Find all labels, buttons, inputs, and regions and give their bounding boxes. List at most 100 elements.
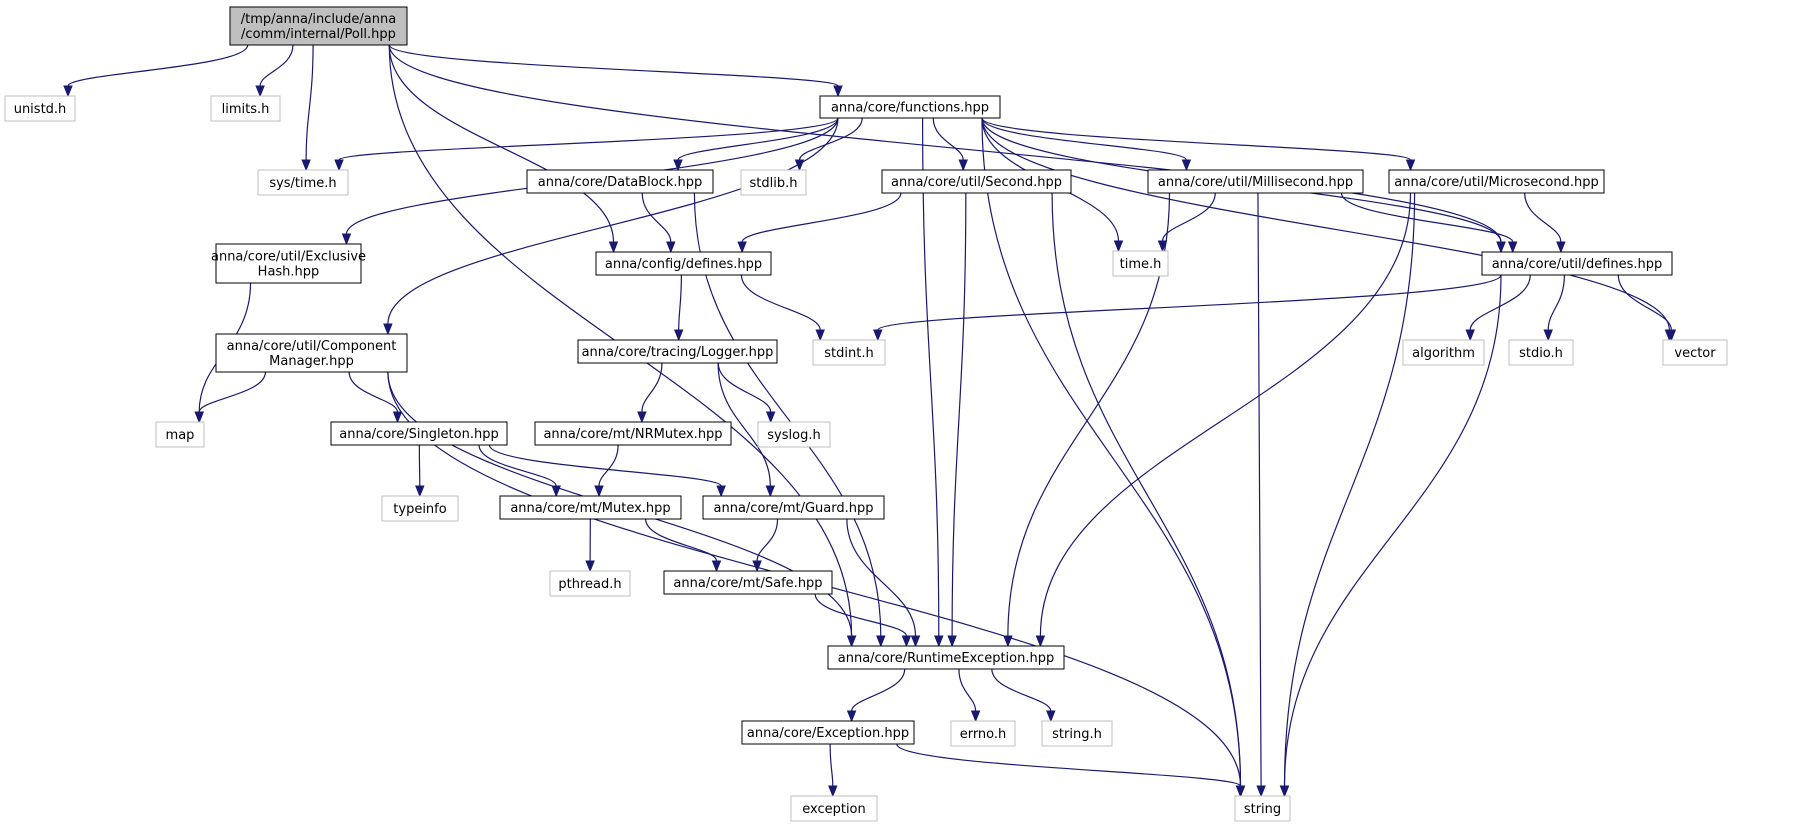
arrowhead-functions-to-exclusive xyxy=(341,233,352,246)
node-logger-label-line-0: anna/core/tracing/Logger.hpp xyxy=(582,345,774,360)
node-safe[interactable]: anna/core/mt/Safe.hpp xyxy=(663,570,833,595)
node-runtime-label-line-0: anna/core/RuntimeException.hpp xyxy=(838,651,1054,666)
node-nrmutex-box xyxy=(534,421,732,446)
edge-microsecond-to-string xyxy=(1283,192,1416,787)
arrowhead-functions-to-runtime xyxy=(934,635,944,648)
node-stringh-box xyxy=(1041,720,1113,747)
node-systime-label-line-0: sys/time.h xyxy=(269,176,336,191)
node-stdint: stdint.h xyxy=(812,339,886,366)
node-guard[interactable]: anna/core/mt/Guard.hpp xyxy=(702,495,885,520)
node-functions[interactable]: anna/core/functions.hpp xyxy=(819,95,1001,119)
edge-functions-to-component xyxy=(387,117,839,325)
node-exclusive-box xyxy=(215,243,362,284)
arrowhead-millisecond-to-utildefines xyxy=(1507,241,1518,254)
node-systime-box xyxy=(257,169,349,196)
edge-logger-to-guard xyxy=(717,362,771,487)
edge-root-to-utildefines xyxy=(388,44,1502,243)
node-exception[interactable]: anna/core/Exception.hpp xyxy=(741,720,915,745)
node-datablock[interactable]: anna/core/DataBlock.hpp xyxy=(526,169,714,194)
node-utildefines-box xyxy=(1481,251,1673,276)
node-pthread-label-line-0: pthread.h xyxy=(558,577,621,592)
node-string-box xyxy=(1234,795,1291,822)
arrowhead-mutex-to-safe xyxy=(711,560,722,573)
edge-utildefines-to-stdio xyxy=(1547,274,1565,331)
node-nrmutex[interactable]: anna/core/mt/NRMutex.hpp xyxy=(534,421,732,446)
node-exclusive-label-line-0: anna/core/util/Exclusive xyxy=(211,250,366,265)
node-microsecond[interactable]: anna/core/util/Microsecond.hpp xyxy=(1388,169,1605,194)
arrowhead-runtime-to-errno xyxy=(970,710,981,723)
arrowhead-runtime-to-stringh xyxy=(1046,710,1056,723)
arrowhead-component-to-map xyxy=(194,411,204,424)
arrowhead-functions-to-timeh xyxy=(1113,240,1124,253)
edge-functions-to-millisecond xyxy=(981,117,1187,161)
edge-root-to-limits xyxy=(259,44,294,87)
node-millisecond[interactable]: anna/core/util/Millisecond.hpp xyxy=(1147,169,1364,194)
edge-functions-to-vector xyxy=(981,117,1670,331)
node-cfgdefines-label-line-0: anna/config/defines.hpp xyxy=(605,257,762,272)
node-algorithm-box xyxy=(1402,339,1485,366)
edge-safe-to-runtime xyxy=(814,593,907,637)
arrowhead-root-to-functions xyxy=(833,85,843,98)
node-root[interactable]: /tmp/anna/include/anna/comm/internal/Pol… xyxy=(229,6,408,46)
node-map: map xyxy=(155,421,205,448)
edge-millisecond-to-utildefines xyxy=(1340,192,1514,243)
node-second[interactable]: anna/core/util/Second.hpp xyxy=(881,169,1072,194)
node-guard-label-line-0: anna/core/mt/Guard.hpp xyxy=(714,501,874,516)
node-exclusive-label-line-1: Hash.hpp xyxy=(258,265,320,280)
node-runtime[interactable]: anna/core/RuntimeException.hpp xyxy=(827,645,1065,670)
node-stdlib-box xyxy=(740,169,807,196)
node-utildefines[interactable]: anna/core/util/defines.hpp xyxy=(1481,251,1673,276)
node-stdio-box xyxy=(1508,339,1574,366)
edge-second-to-runtime xyxy=(951,192,967,637)
node-singleton[interactable]: anna/core/Singleton.hpp xyxy=(330,421,508,446)
node-pthread-box xyxy=(549,570,631,597)
edge-mutex-to-safe xyxy=(645,518,718,562)
node-logger[interactable]: anna/core/tracing/Logger.hpp xyxy=(577,339,778,364)
node-systime: sys/time.h xyxy=(257,169,349,196)
arrowhead-nrmutex-to-mutex xyxy=(594,485,604,498)
node-stdlib: stdlib.h xyxy=(740,169,807,196)
arrowhead-utildefines-to-string xyxy=(1279,785,1290,798)
node-utildefines-label-line-0: anna/core/util/defines.hpp xyxy=(1492,257,1663,272)
edge-millisecond-to-string xyxy=(1257,192,1262,787)
arrowhead-cfgdefines-to-stdint xyxy=(815,329,825,342)
arrowhead-mutex-to-pthread xyxy=(585,560,595,573)
edge-runtime-to-stringh xyxy=(991,668,1052,712)
node-mutex[interactable]: anna/core/mt/Mutex.hpp xyxy=(499,495,682,520)
edge-functions-to-runtime xyxy=(922,117,940,637)
node-millisecond-label-line-0: anna/core/util/Millisecond.hpp xyxy=(1158,175,1353,190)
node-exception-box xyxy=(741,720,915,745)
arrowhead-exception-to-exceptionstd xyxy=(828,785,838,798)
node-component-box xyxy=(215,333,408,373)
arrowhead-microsecond-to-utildefines xyxy=(1556,241,1566,254)
node-map-box xyxy=(155,421,205,448)
arrowhead-component-to-runtime xyxy=(846,635,857,648)
node-string-label-line-0: string xyxy=(1244,802,1281,817)
arrowhead-functions-to-utildefines xyxy=(1496,241,1506,254)
node-stdio: stdio.h xyxy=(1508,339,1574,366)
node-singleton-label-line-0: anna/core/Singleton.hpp xyxy=(339,427,498,442)
node-second-label-line-0: anna/core/util/Second.hpp xyxy=(891,175,1062,190)
arrowhead-functions-to-millisecond xyxy=(1181,159,1192,172)
edge-root-to-functions xyxy=(388,44,839,87)
node-vector: vector xyxy=(1662,339,1728,366)
node-errno-box xyxy=(950,720,1016,747)
node-errno-label-line-0: errno.h xyxy=(960,727,1007,742)
edge-millisecond-to-timeh xyxy=(1161,192,1216,242)
node-unistd: unistd.h xyxy=(4,95,76,122)
node-cfgdefines[interactable]: anna/config/defines.hpp xyxy=(595,251,772,276)
edge-utildefines-to-vector xyxy=(1617,274,1672,331)
node-limits: limits.h xyxy=(210,95,281,122)
node-unistd-label-line-0: unistd.h xyxy=(14,102,67,117)
node-vector-box xyxy=(1662,339,1728,366)
edge-exception-to-exceptionstd xyxy=(829,743,834,787)
node-stdio-label-line-0: stdio.h xyxy=(1519,346,1563,361)
node-syslog: syslog.h xyxy=(757,421,831,448)
edge-runtime-to-exception xyxy=(851,668,906,712)
node-runtime-box xyxy=(827,645,1065,670)
node-datablock-label-line-0: anna/core/DataBlock.hpp xyxy=(538,175,702,190)
node-stdint-box xyxy=(812,339,886,366)
